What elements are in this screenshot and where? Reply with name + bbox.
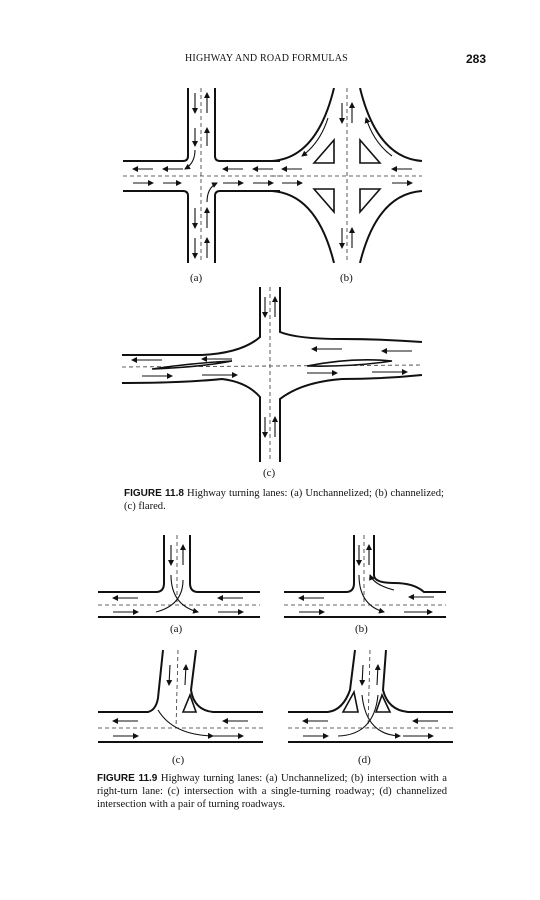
figure-11-9b-diagram [284, 535, 446, 620]
subfigure-label: (c) [263, 467, 276, 479]
page-number: 283 [466, 52, 487, 66]
figure-11-8a-diagram [123, 88, 280, 263]
figure-11-8c-diagram [122, 287, 422, 462]
figure-11-9a-diagram [98, 535, 260, 620]
caption-label: FIGURE 11.9 [97, 773, 158, 784]
figure-11-8b-diagram [272, 88, 422, 263]
caption-text: Highway turning lanes: (a) Unchannelized… [97, 773, 448, 810]
running-header: HIGHWAY AND ROAD FORMULAS [185, 53, 348, 64]
figure-11-8-caption: FIGURE 11.8 Highway turning lanes: (a) U… [124, 487, 444, 513]
subfigure-label: (b) [340, 272, 353, 284]
figure-11-9d-diagram [288, 650, 453, 745]
figure-11-9-caption: FIGURE 11.9 Highway turning lanes: (a) U… [97, 772, 447, 811]
subfigure-label: (d) [358, 754, 371, 766]
subfigure-label: (a) [170, 623, 183, 635]
subfigure-label: (b) [355, 623, 368, 635]
caption-text: Highway turning lanes: (a) Unchannelized… [124, 488, 444, 512]
caption-label: FIGURE 11.8 [124, 488, 184, 499]
subfigure-label: (c) [172, 754, 185, 766]
figure-11-9c-diagram [98, 650, 263, 745]
subfigure-label: (a) [190, 272, 203, 284]
